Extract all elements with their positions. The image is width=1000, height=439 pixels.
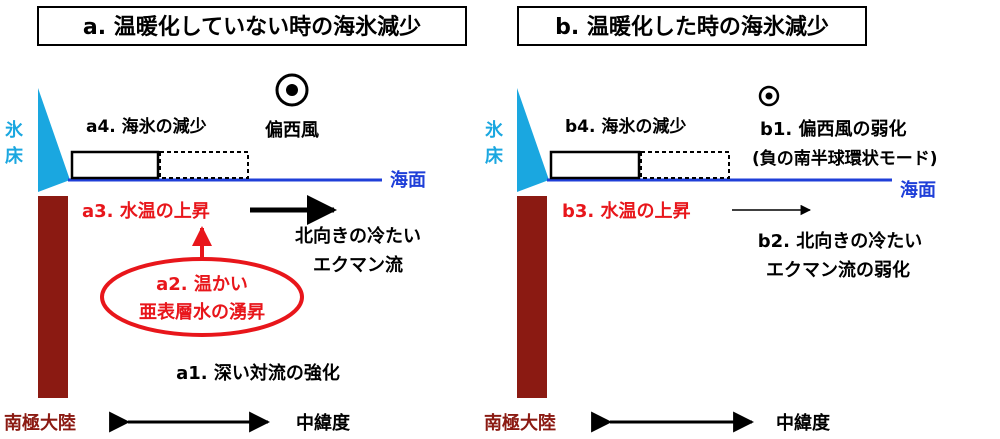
sea-ice-box-a — [70, 150, 160, 180]
mid-latitude-label-b: 中緯度 — [776, 412, 831, 434]
ice-shelf-a — [38, 88, 70, 192]
upwelling-ellipse-a — [100, 257, 304, 337]
sea-ice-lost-box-b — [640, 151, 730, 179]
upwelling-label-a-1: a2. 温かい — [156, 274, 248, 295]
panel-b-title: b. 温暖化した時の海氷減少 — [555, 14, 829, 40]
antarctic-land-b — [517, 196, 547, 398]
westerly-symbol-b-outer — [758, 85, 780, 107]
upwelling-label-a-2: 亜表層水の湧昇 — [139, 301, 265, 323]
sea-surface-label-b: 海面 — [900, 179, 936, 201]
westerly-symbol-a-dot — [286, 84, 298, 96]
panel-a: a. 温暖化していない時の海氷減少 氷 床 海面 a4. 海氷の減少 偏西風 a… — [4, 6, 467, 434]
westerly-symbol-a-outer — [275, 73, 309, 107]
ice-shelf-b — [517, 88, 549, 192]
water-temp-rise-label-a: a3. 水温の上昇 — [82, 200, 210, 222]
ice-shelf-label-b-1: 氷 — [485, 119, 504, 141]
ekman-label-b-1: b2. 北向きの冷たい — [758, 230, 923, 252]
antarctica-label-a: 南極大陸 — [4, 412, 76, 434]
panel-a-title-box — [37, 6, 467, 46]
antarctica-label-b: 南極大陸 — [484, 412, 556, 434]
westerly-label-b-2: (負の南半球環状モード) — [752, 148, 938, 169]
sea-surface-label-a: 海面 — [390, 169, 426, 191]
convection-label-a: a1. 深い対流の強化 — [176, 362, 340, 384]
ice-shelf-label-a-2: 床 — [5, 145, 24, 167]
antarctic-land-a — [38, 196, 68, 398]
panel-b-title-box — [517, 6, 867, 46]
sea-ice-loss-label-a: a4. 海氷の減少 — [86, 116, 207, 137]
westerly-symbol-b-dot — [765, 92, 773, 100]
ice-shelf-label-a-1: 氷 — [5, 119, 24, 141]
panel-a-title: a. 温暖化していない時の海氷減少 — [83, 14, 421, 40]
sea-ice-lost-box-a — [159, 151, 249, 179]
sea-ice-loss-label-b: b4. 海氷の減少 — [565, 116, 686, 137]
panel-b: b. 温暖化した時の海氷減少 氷 床 海面 b4. 海氷の減少 b1. 偏西風の… — [484, 6, 938, 434]
ice-shelf-label-b-2: 床 — [485, 145, 504, 167]
sea-ice-box-b — [549, 150, 641, 180]
mid-latitude-label-a: 中緯度 — [296, 412, 351, 434]
westerly-label-b-1: b1. 偏西風の弱化 — [760, 118, 907, 140]
water-temp-rise-label-b: b3. 水温の上昇 — [562, 200, 691, 222]
westerly-label-a: 偏西風 — [265, 119, 319, 141]
ekman-label-a-1: 北向きの冷たい — [295, 225, 421, 247]
ekman-label-a-2: エクマン流 — [313, 254, 403, 276]
ekman-label-b-2: エクマン流の弱化 — [766, 259, 910, 281]
